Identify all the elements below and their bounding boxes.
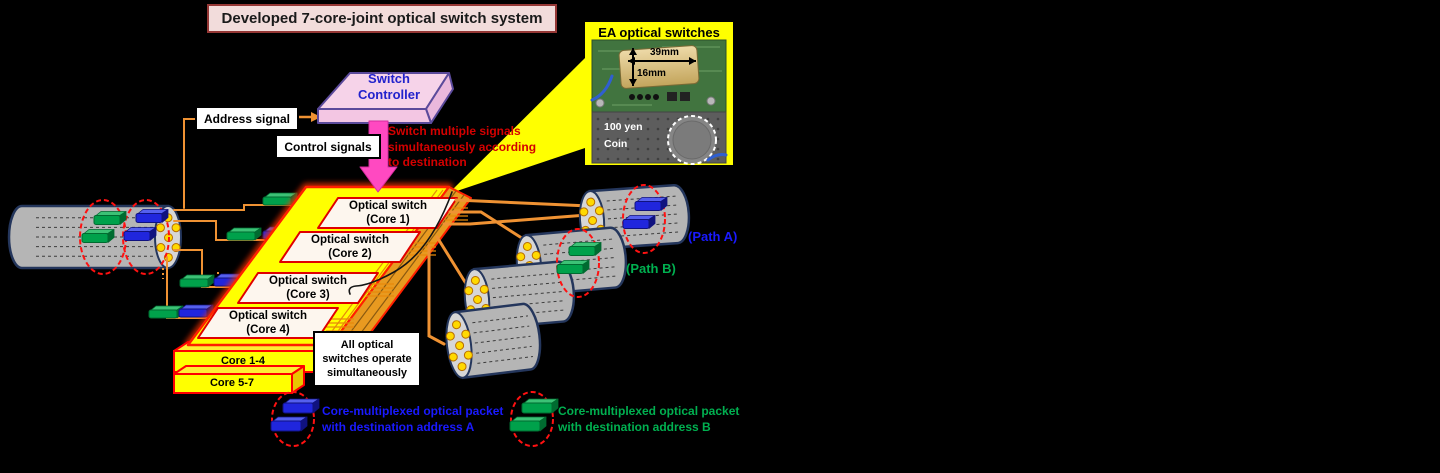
legend-blue-packet-icon (270, 398, 320, 432)
switching-note: Switch multiple signals simultaneously a… (388, 124, 537, 170)
path-b-label: (Path B) (626, 261, 676, 276)
switch-controller-label: Switch Controller (357, 71, 421, 102)
optical-switch-core1-label: Optical switch (Core 1) (349, 199, 427, 226)
operation-note-box: All optical switches operate simultaneou… (313, 331, 421, 387)
legend-green-packet-icon (509, 398, 559, 432)
inset-title: EA optical switches (598, 24, 720, 40)
component-height-label: 16mm (637, 68, 666, 79)
legend-packet-a-label: Core-multiplexed optical packet with des… (322, 404, 504, 434)
component-width-label: 39mm (650, 47, 679, 58)
optical-switch-core4-label: Optical switch (Core 4) (229, 309, 307, 336)
legend-packet-b-label: Core-multiplexed optical packet with des… (558, 404, 740, 434)
switch-controller-box (317, 72, 454, 124)
packet-stack-blue-path-a (622, 197, 668, 229)
ea-inset (585, 22, 733, 165)
coin-label: 100 yen Coin (604, 121, 643, 150)
address-signal-box: Address signal (195, 106, 299, 131)
path-a-label: (Path A) (688, 229, 738, 244)
core-1-4-label: Core 1-4 (220, 355, 266, 367)
callout-beam (448, 58, 585, 194)
optical-switch-core3-label: Optical switch (Core 3) (269, 274, 347, 301)
packet-stack-green-path-b (556, 242, 602, 274)
control-signals-box: Control signals (275, 134, 381, 159)
address-signal-line (183, 112, 321, 209)
output-fiber-4 (445, 302, 542, 380)
core-5-7-label: Core 5-7 (209, 377, 255, 389)
legend (270, 391, 559, 447)
figure-title: Developed 7-core-joint optical switch sy… (207, 4, 557, 33)
packet-stack-blue-input (123, 209, 169, 241)
packet-stack-green-input (81, 211, 127, 243)
optical-switch-core2-label: Optical switch (Core 2) (311, 233, 389, 260)
output-wires (427, 198, 591, 346)
output-fibers (445, 183, 691, 380)
input-fiber (7, 199, 182, 275)
inset-photo (590, 39, 728, 165)
